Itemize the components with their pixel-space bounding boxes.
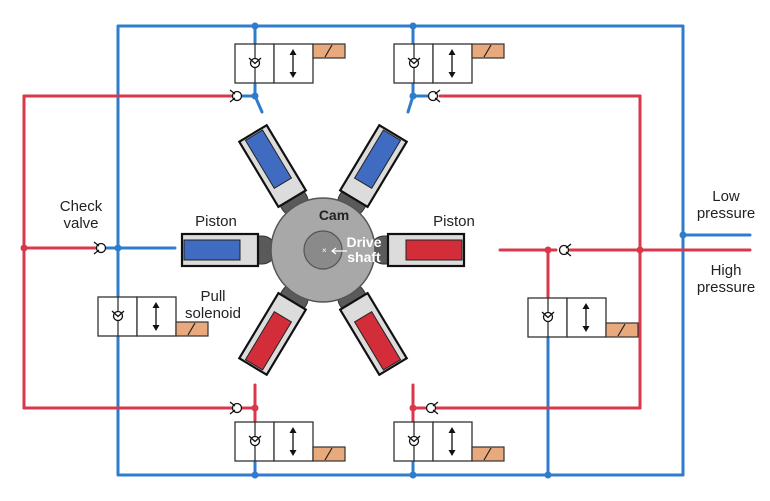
piston-top-left	[237, 123, 309, 217]
solenoid-coil-icon	[605, 322, 639, 338]
pistons	[180, 123, 466, 377]
piston-chamber-high	[353, 310, 402, 371]
piston-right-label: Piston	[433, 213, 475, 230]
piston-chamber-low	[244, 129, 293, 190]
piston-chamber-high	[244, 310, 293, 371]
low-pressure-label-line2: pressure	[696, 205, 756, 222]
solenoid-coil-icon	[471, 446, 505, 462]
piston-chamber-low	[183, 239, 241, 261]
pull-solenoid-label-line2: solenoid	[185, 305, 241, 322]
pull-solenoid-label-line1: Pull	[200, 288, 226, 305]
drive-shaft	[303, 230, 343, 270]
check-valve-label-line1: Check	[59, 198, 103, 215]
piston-chamber-high	[405, 239, 463, 261]
piston-left-label: Piston	[195, 213, 237, 230]
piston-left	[180, 232, 277, 268]
solenoid-coil-icon	[471, 43, 505, 59]
solenoid-valve-right	[527, 297, 639, 338]
high-pressure-label: High pressure	[686, 262, 766, 296]
solenoid-valve-top-left	[234, 43, 346, 84]
pull-solenoid-label: Pull solenoid	[178, 288, 248, 322]
solenoid-valves	[97, 43, 639, 462]
piston-right	[369, 232, 466, 268]
high-pressure-label-line1: High	[710, 262, 742, 279]
drive-shaft-label-line1: Drive	[346, 234, 382, 250]
solenoid-valve-top-right	[393, 43, 505, 84]
junction-dots	[20, 22, 687, 479]
solenoid-valve-left	[97, 296, 209, 337]
double-arrow-icon	[289, 427, 297, 456]
double-arrow-icon	[448, 49, 456, 78]
cam-label: Cam	[318, 207, 350, 223]
double-arrow-icon	[289, 49, 297, 78]
cam: ×	[270, 197, 376, 303]
solenoid-coil-icon	[175, 321, 209, 337]
double-arrow-icon	[582, 303, 590, 332]
double-arrow-icon	[448, 427, 456, 456]
piston-chamber-low	[353, 129, 402, 190]
double-arrow-icon	[152, 302, 160, 331]
check-valve-label: Check valve	[50, 198, 112, 232]
solenoid-coil-icon	[312, 43, 346, 59]
drive-shaft-label: Drive shaft	[344, 235, 384, 265]
solenoid-valve-bottom-right	[393, 421, 505, 462]
shaft-center-mark: ×	[322, 246, 327, 255]
low-pressure-label: Low pressure	[686, 188, 766, 222]
check-valve-label-line2: valve	[63, 215, 99, 232]
solenoid-coil-icon	[312, 446, 346, 462]
solenoid-valve-bottom-left	[234, 421, 346, 462]
low-pressure-loop	[116, 24, 685, 477]
drive-shaft-label-line2: shaft	[347, 249, 381, 265]
check-valve-top-right	[427, 89, 441, 103]
drive-shaft-arrow	[331, 247, 347, 255]
low-pressure-label-line1: Low	[712, 188, 740, 205]
high-pressure-label-line2: pressure	[696, 279, 756, 296]
